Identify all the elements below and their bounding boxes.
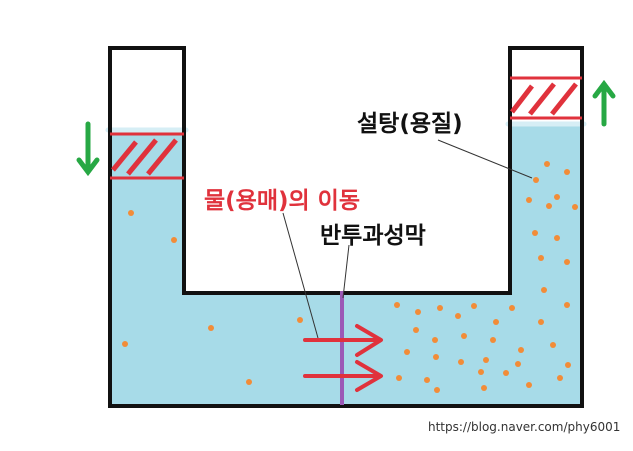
solute-dot <box>538 319 544 325</box>
green-up-arrow-icon <box>592 79 616 127</box>
membrane-label: 반투과성막 <box>320 223 426 249</box>
solvent-movement-label: 물(용매)의 이동 <box>204 188 360 214</box>
solute-dot <box>564 302 570 308</box>
solute-dot <box>424 377 430 383</box>
solute-dot <box>509 305 515 311</box>
solute-dot <box>557 375 563 381</box>
solute-dot <box>532 230 538 236</box>
solute-dot <box>526 197 532 203</box>
left-piston <box>110 132 184 180</box>
source-url: https://blog.naver.com/phy6001 <box>428 420 621 434</box>
green-down-arrow-icon <box>76 121 100 177</box>
solute-dot <box>565 362 571 368</box>
solute-dot <box>478 369 484 375</box>
solute-dot <box>518 347 524 353</box>
solute-dot <box>564 259 570 265</box>
solute-dot <box>515 361 521 367</box>
solute-dot <box>433 354 439 360</box>
solute-dot <box>550 342 556 348</box>
solute-dot <box>434 387 440 393</box>
solute-dot <box>394 302 400 308</box>
right-piston <box>510 76 582 120</box>
membrane-pointer-line <box>342 244 350 299</box>
solute-dot <box>538 255 544 261</box>
solute-dot <box>490 337 496 343</box>
solute-dot <box>493 319 499 325</box>
solute-dot <box>461 333 467 339</box>
solute-dot <box>404 349 410 355</box>
solute-dot <box>564 169 570 175</box>
left-solute-particles <box>122 210 303 385</box>
solute-label: 설탕(용질) <box>357 111 463 137</box>
solute-dot <box>503 370 509 376</box>
solute-dot <box>396 375 402 381</box>
solute-dot <box>458 359 464 365</box>
solute-dot <box>413 327 419 333</box>
solute-particles <box>394 161 578 393</box>
solute-dot <box>554 194 560 200</box>
solute-dot <box>541 287 547 293</box>
solute-dot <box>437 305 443 311</box>
solute-dot <box>546 203 552 209</box>
u-tube-outline <box>108 46 584 408</box>
solute-dot <box>432 337 438 343</box>
solute-dot <box>544 161 550 167</box>
solute-dot <box>483 357 489 363</box>
solvent-movement-arrows <box>303 324 383 392</box>
solute-dot <box>415 309 421 315</box>
solute-dot <box>572 204 578 210</box>
solute-dot <box>481 385 487 391</box>
solute-pointer-line <box>437 139 533 179</box>
solute-dot <box>554 235 560 241</box>
solvent-pointer-line <box>282 212 319 339</box>
solute-dot <box>526 382 532 388</box>
solute-dot <box>533 177 539 183</box>
solute-dot <box>471 303 477 309</box>
solute-dot <box>455 313 461 319</box>
